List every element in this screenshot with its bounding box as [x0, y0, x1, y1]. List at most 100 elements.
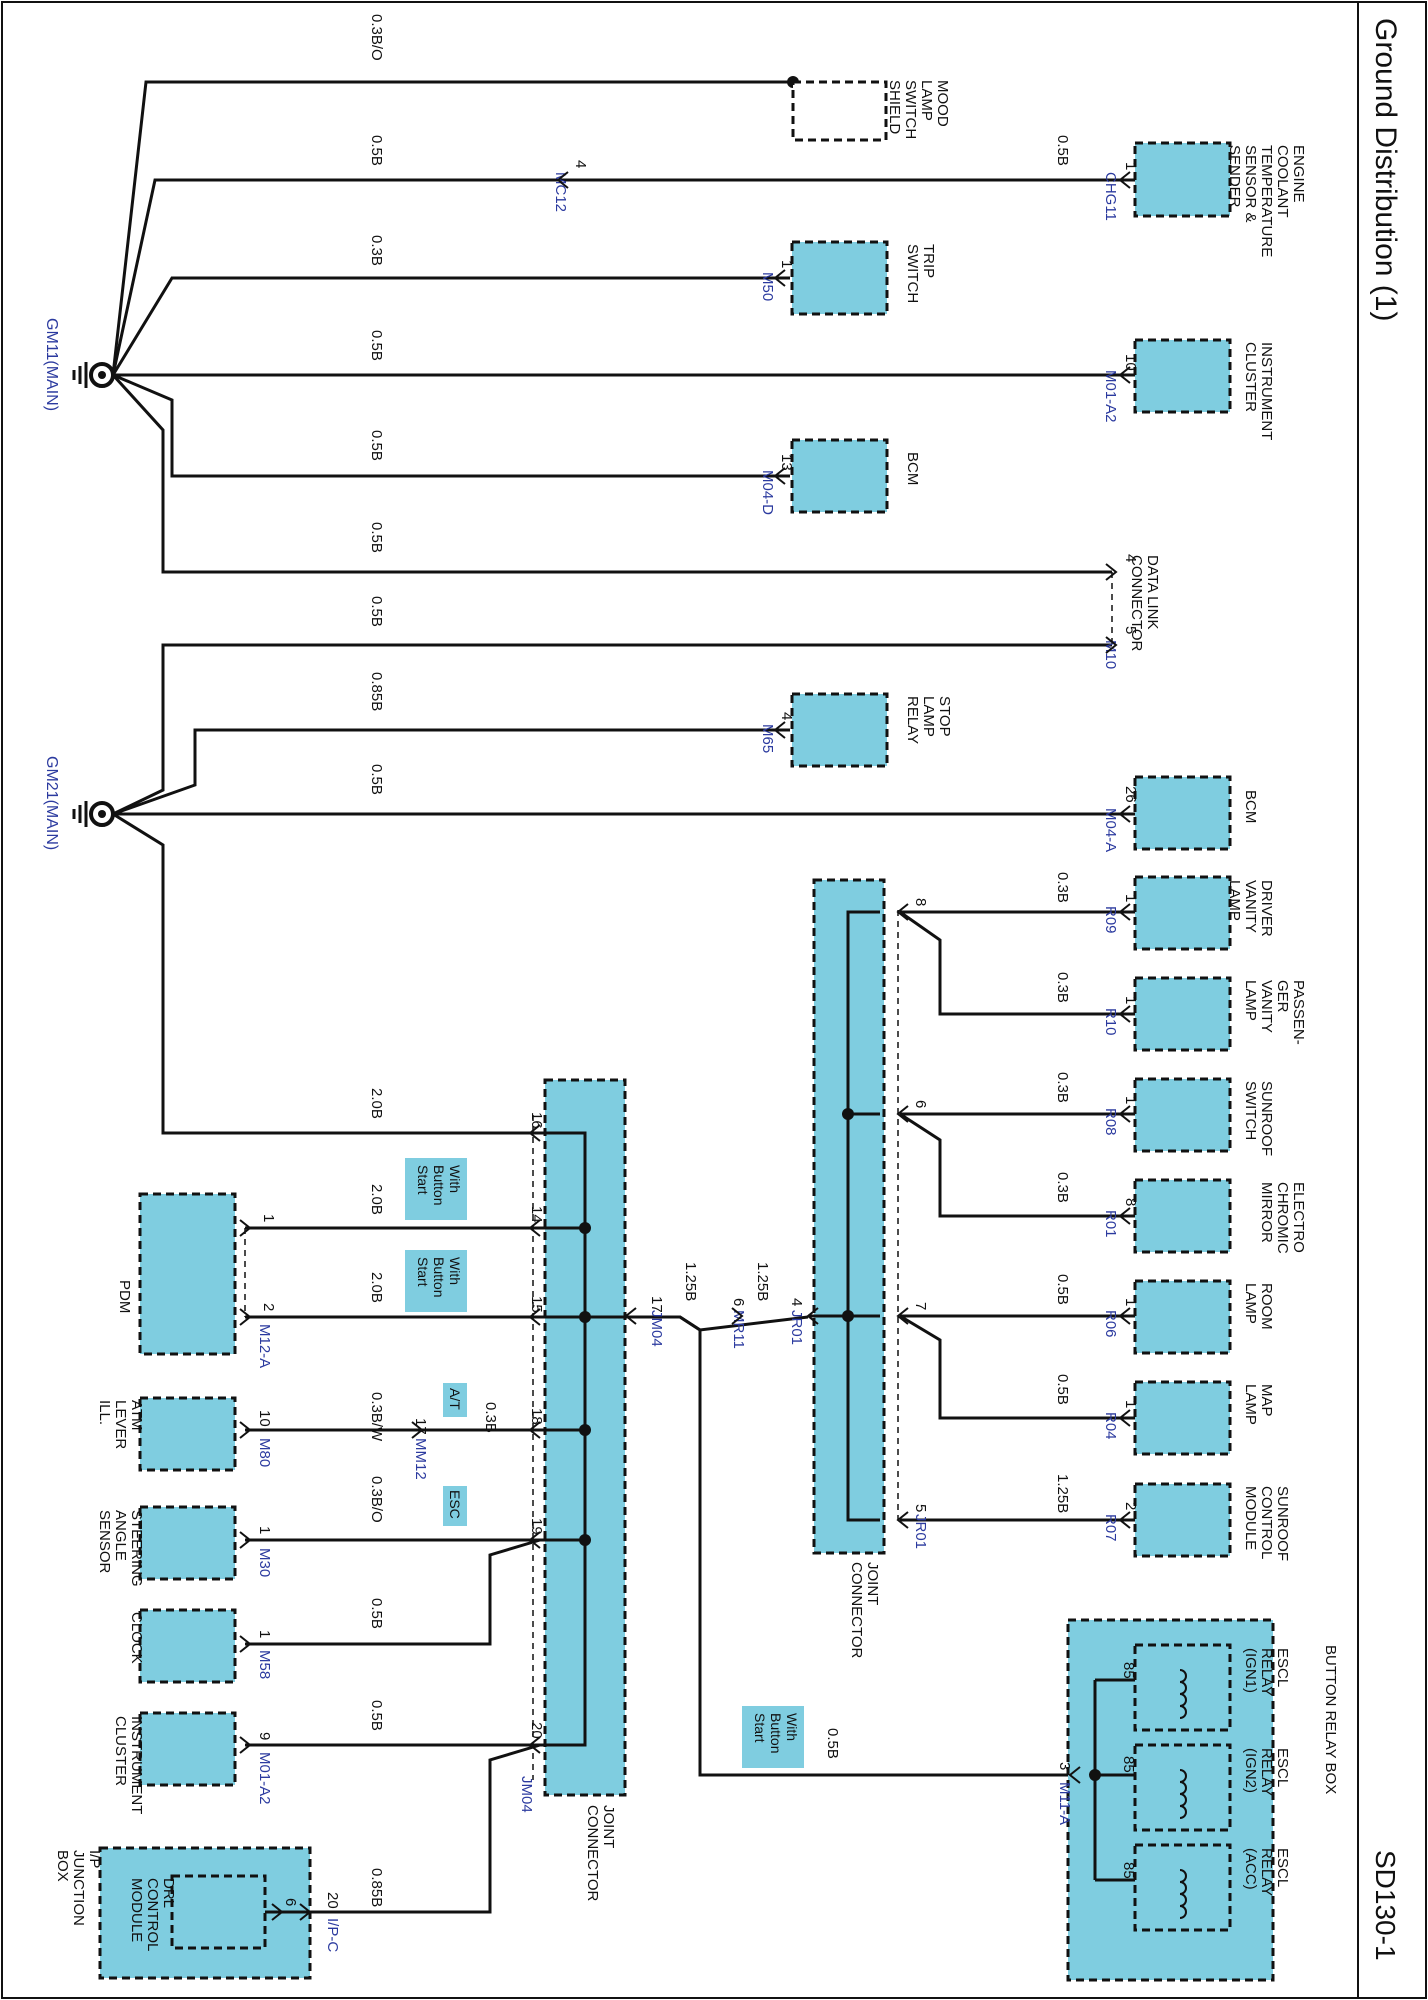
note-with-button-start-3	[742, 1706, 804, 1768]
svg-text:R04: R04	[1102, 1412, 1119, 1440]
svg-text:0.3B/O: 0.3B/O	[368, 14, 385, 61]
svg-text:R09: R09	[1102, 906, 1119, 934]
mood-lamp-switch-shield	[791, 80, 888, 142]
svg-text:1: 1	[1122, 894, 1139, 902]
svg-text:9: 9	[256, 1732, 273, 1740]
left-wires	[245, 1226, 541, 1914]
svg-text:0.3B/W: 0.3B/W	[368, 1392, 385, 1442]
svg-text:JOINT: JOINT	[864, 1562, 881, 1605]
bcm-top	[790, 438, 889, 514]
ect-label: ENGINE COOLANT TEMPERATURE SENSOR & SEND…	[1226, 145, 1307, 257]
svg-text:1: 1	[1122, 1400, 1139, 1408]
data-link-connector: DATA LINK CONNECTOR	[1111, 555, 1161, 652]
svg-text:8: 8	[912, 898, 929, 906]
svg-text:7: 7	[912, 1302, 929, 1310]
sunroof-switch	[1133, 1077, 1232, 1153]
instrument-cluster-top	[1133, 338, 1232, 414]
clock	[138, 1608, 237, 1684]
svg-text:LAMP: LAMP	[920, 696, 937, 737]
svg-text:M30: M30	[256, 1548, 273, 1577]
ground-gm21: GM21(MAIN)	[43, 756, 115, 850]
svg-text:ANGLE: ANGLE	[112, 1510, 129, 1561]
svg-text:VANITY: VANITY	[1242, 880, 1259, 933]
svg-text:6: 6	[912, 1100, 929, 1108]
note-esc	[443, 1486, 467, 1526]
svg-text:With: With	[447, 1257, 463, 1285]
svg-text:ATM: ATM	[128, 1400, 145, 1431]
svg-text:M58: M58	[256, 1650, 273, 1679]
svg-text:With: With	[447, 1165, 463, 1193]
svg-text:M01-A2: M01-A2	[256, 1752, 273, 1805]
svg-text:4: 4	[788, 1298, 805, 1306]
map-lamp	[1133, 1380, 1232, 1456]
svg-text:CONNECTOR: CONNECTOR	[584, 1805, 601, 1902]
stop-label: STOP LAMP RELAY	[904, 696, 953, 744]
gm11-wires	[111, 80, 1135, 574]
svg-text:Start: Start	[415, 1165, 431, 1195]
page-code: SD130-1	[1370, 1850, 1401, 1961]
svg-text:SENDER: SENDER	[1226, 145, 1243, 208]
svg-text:Start: Start	[752, 1713, 768, 1743]
svg-text:PASSEN-: PASSEN-	[1290, 980, 1307, 1045]
pdm	[138, 1192, 237, 1356]
svg-text:0.5B: 0.5B	[368, 1598, 385, 1629]
svg-text:PDM: PDM	[116, 1280, 133, 1313]
svg-text:STOP: STOP	[936, 696, 953, 737]
svg-text:0.5B: 0.5B	[368, 330, 385, 361]
svg-text:M01-A2: M01-A2	[1102, 370, 1119, 423]
svg-text:ROOM: ROOM	[1258, 1283, 1275, 1330]
svg-text:A/T: A/T	[447, 1388, 463, 1410]
svg-text:85: 85	[1120, 1756, 1137, 1773]
note-with-button-start-1	[405, 1158, 467, 1220]
atm-lever-ill	[138, 1396, 237, 1472]
svg-text:R01: R01	[1102, 1210, 1119, 1238]
svg-text:DRL: DRL	[160, 1878, 177, 1908]
svg-text:18: 18	[528, 1408, 545, 1425]
svg-text:0.5B: 0.5B	[368, 1700, 385, 1731]
svg-text:SENSOR: SENSOR	[96, 1510, 113, 1574]
svg-text:MM12: MM12	[412, 1438, 429, 1480]
bcm-mid	[1133, 775, 1232, 851]
svg-text:RELAY: RELAY	[904, 696, 921, 744]
svg-text:CONTROL: CONTROL	[144, 1878, 161, 1951]
svg-text:M80: M80	[256, 1438, 273, 1467]
svg-text:M50: M50	[759, 272, 776, 301]
wire-labels: 0.3B/O 0.5B 0.5B 0.3B 0.5B 0.5B 0.5B 0.5…	[368, 14, 1071, 1907]
svg-text:(IGN1): (IGN1)	[1242, 1648, 1259, 1693]
svg-text:0.85B: 0.85B	[368, 672, 385, 711]
svg-text:M04-D: M04-D	[759, 470, 776, 515]
svg-text:Button: Button	[431, 1257, 447, 1297]
svg-text:2.0B: 2.0B	[368, 1272, 385, 1303]
svg-text:2: 2	[260, 1303, 277, 1311]
steering-angle-sensor	[138, 1505, 237, 1581]
svg-text:17: 17	[648, 1296, 665, 1313]
svg-text:4: 4	[1122, 554, 1139, 562]
svg-text:(ACC): (ACC)	[1242, 1848, 1259, 1890]
svg-text:ESCL: ESCL	[1274, 1748, 1291, 1787]
svg-text:0.5B: 0.5B	[368, 764, 385, 795]
svg-text:SWITCH: SWITCH	[1242, 1081, 1259, 1140]
svg-text:1.25B: 1.25B	[1054, 1474, 1071, 1513]
svg-text:ESCL: ESCL	[1274, 1648, 1291, 1687]
svg-text:1: 1	[260, 1214, 277, 1222]
passenger-vanity-lamp	[1133, 976, 1232, 1052]
gm21-wires	[112, 643, 1135, 1135]
svg-text:R08: R08	[1102, 1108, 1119, 1136]
svg-text:Button: Button	[431, 1165, 447, 1205]
ground-label-gm11: GM11(MAIN)	[43, 318, 60, 411]
svg-text:5: 5	[912, 1504, 929, 1512]
svg-text:0.85B: 0.85B	[368, 1868, 385, 1907]
svg-text:VANITY: VANITY	[1258, 980, 1275, 1033]
svg-text:3: 3	[1056, 1762, 1073, 1770]
trip-label: TRIP SWITCH	[904, 244, 937, 303]
connector-ids: CHG11 MC12 M50 M01-A2 M04-D M10 M65 M04-…	[256, 172, 1119, 1952]
relay-box-wire	[635, 1315, 1090, 1777]
svg-text:CONNECTOR: CONNECTOR	[1128, 555, 1145, 652]
svg-text:RELAY: RELAY	[1258, 1748, 1275, 1796]
svg-text:JM04: JM04	[518, 1776, 535, 1813]
svg-text:MAP: MAP	[1258, 1384, 1275, 1417]
svg-text:0.5B: 0.5B	[1054, 1374, 1071, 1405]
svg-text:R06: R06	[1102, 1310, 1119, 1338]
jm04-label: JOINT CONNECTOR	[584, 1805, 617, 1902]
